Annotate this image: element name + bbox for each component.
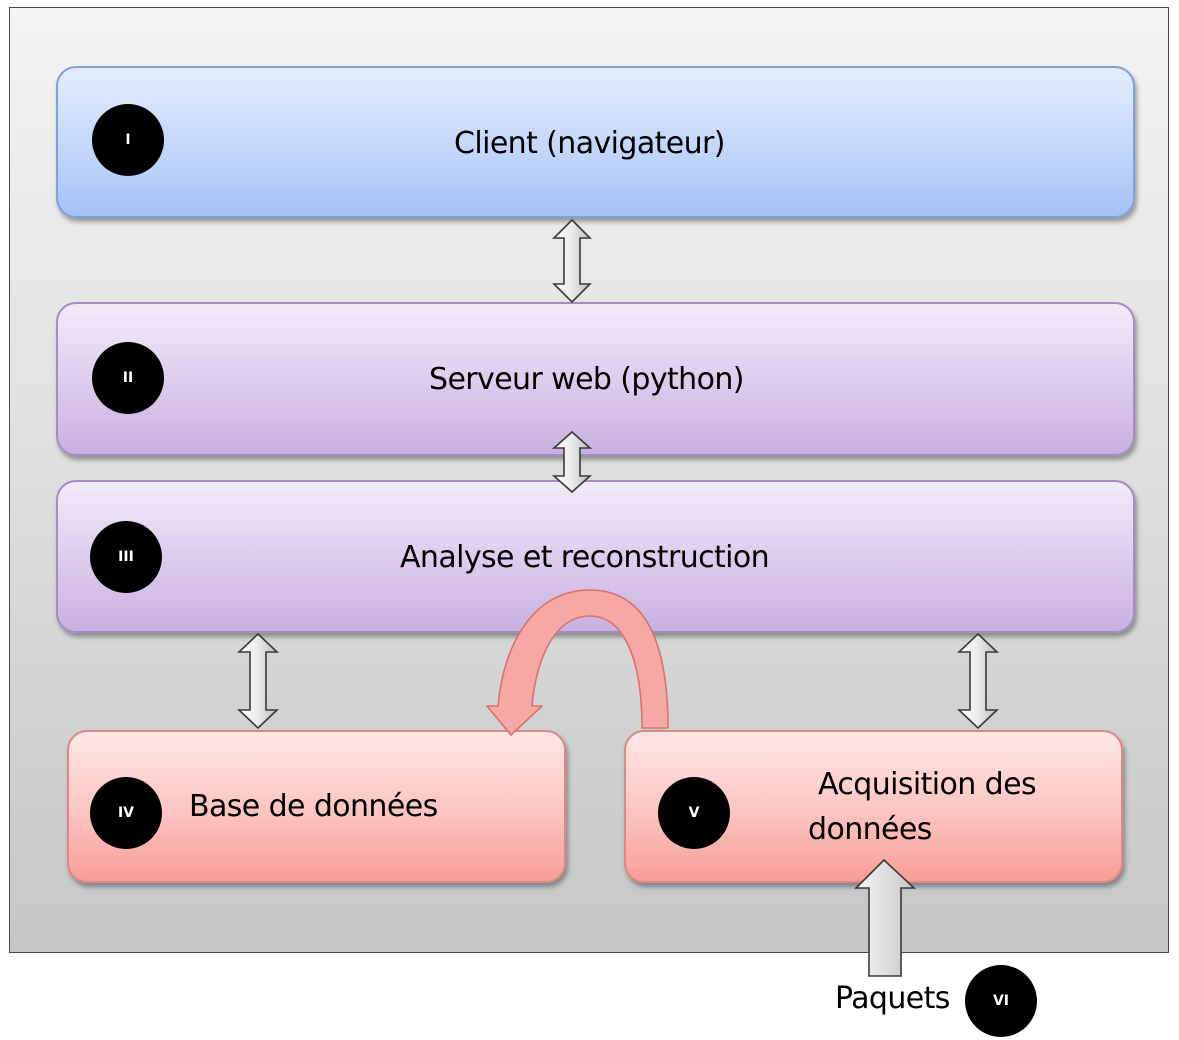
double-arrow-icon (552, 218, 592, 304)
base-label: Base de données (189, 789, 438, 824)
paquets-label: Paquets (835, 981, 950, 1016)
up-arrow-icon (854, 858, 917, 977)
badge-acquisition: V (658, 777, 730, 849)
double-arrow-icon (236, 632, 280, 730)
serveur-label: Serveur web (python) (429, 362, 744, 397)
curved-arrow-icon (486, 589, 669, 736)
double-arrow-icon (551, 430, 593, 494)
double-arrow-icon (956, 632, 1000, 730)
badge-serveur: II (92, 342, 164, 414)
client-box (56, 66, 1135, 218)
acquisition-label-line2: données (808, 812, 932, 847)
badge-paquets: VI (965, 965, 1037, 1037)
serveur-box (56, 302, 1135, 456)
acquisition-label-line1: Acquisition des (818, 767, 1037, 802)
badge-base: IV (90, 777, 162, 849)
analyse-label: Analyse et reconstruction (400, 540, 770, 575)
client-label: Client (navigateur) (454, 126, 725, 161)
badge-client: I (92, 104, 164, 176)
badge-analyse: III (90, 521, 162, 593)
